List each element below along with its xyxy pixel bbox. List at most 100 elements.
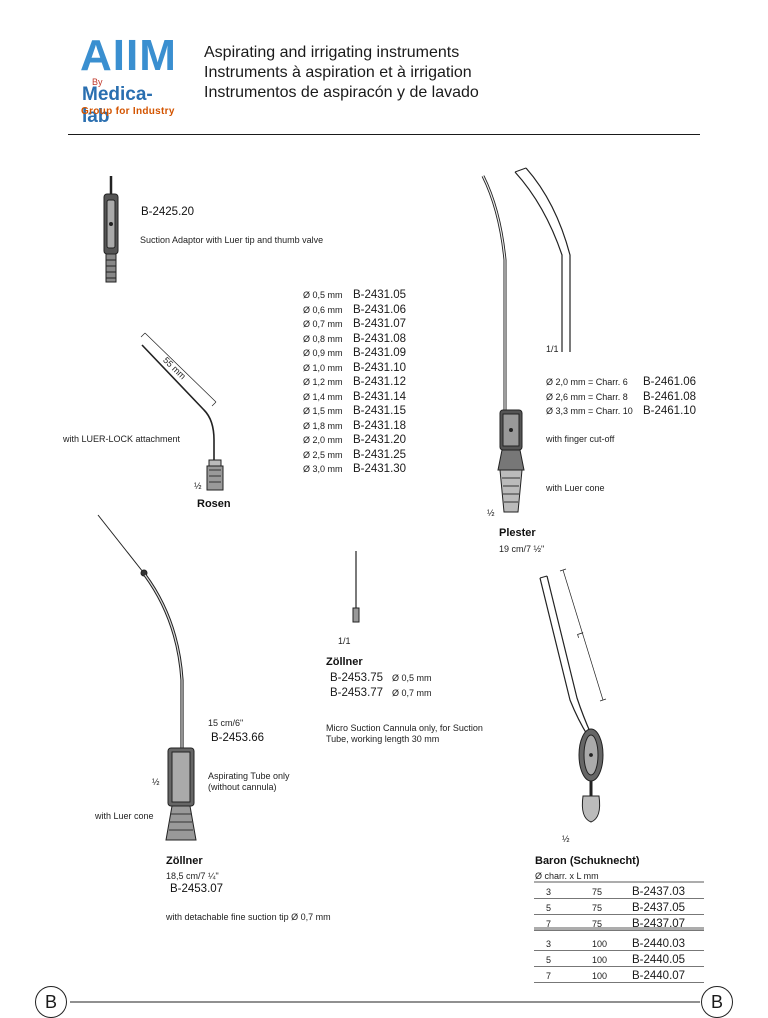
rosen-code: B-2431.06	[353, 303, 407, 316]
rosen-size: Ø 3,0 mm	[303, 464, 343, 474]
baron-len: 100	[592, 939, 608, 949]
micro-size: Ø 0,5 mm	[392, 673, 432, 683]
baron-code: B-2437.03	[632, 886, 686, 898]
rosen-size: Ø 0,6 mm	[303, 304, 343, 315]
page-letter-left: B	[35, 986, 67, 1018]
rosen-size: Ø 0,9 mm	[303, 348, 343, 358]
zoellner-luer: with Luer cone	[95, 811, 154, 821]
table-row: 3 100 B-2440.03	[534, 935, 704, 951]
suction-adaptor-drawing	[103, 176, 119, 283]
list-item: Ø 1,2 mm B-2431.12	[303, 374, 406, 389]
rosen-size: Ø 1,8 mm	[303, 420, 343, 431]
rosen-size: Ø 0,5 mm	[303, 290, 343, 300]
rosen-name: Rosen	[197, 498, 231, 510]
rosen-code: B-2431.30	[353, 463, 407, 475]
rosen-code: B-2431.05	[353, 289, 407, 301]
header-title-en: Aspirating and irrigating instruments	[204, 44, 460, 61]
plester-code: B-2461.08	[643, 390, 697, 403]
baron-len: 75	[592, 919, 603, 929]
header-title-es: Instrumentos de aspiracón y de lavado	[204, 84, 479, 101]
zoellner-tube-drawing	[97, 514, 197, 841]
plester-length: 19 cm/7 ½"	[499, 544, 545, 554]
rosen-scale: ½	[194, 481, 202, 491]
zoellner-scale: ½	[152, 777, 160, 787]
list-item: Ø 0,5 mm B-2431.05	[303, 287, 406, 302]
adaptor-desc: Suction Adaptor with Luer tip and thumb …	[140, 235, 324, 245]
baron-code: B-2437.05	[632, 902, 686, 914]
baron-code: B-2440.05	[632, 954, 686, 966]
rosen-code: B-2431.07	[353, 318, 407, 330]
rosen-code: B-2431.18	[353, 419, 407, 432]
rosen-size: Ø 2,5 mm	[303, 449, 343, 460]
rosen-size: Ø 2,0 mm	[303, 435, 343, 445]
baron-charr: 3	[546, 939, 552, 949]
zoellner-length-a: 15 cm/6"	[208, 718, 244, 728]
rosen-attachment: with LUER-LOCK attachment	[63, 434, 181, 444]
rosen-size: Ø 0,7 mm	[303, 319, 343, 329]
plester-cannula-drawing	[481, 167, 571, 513]
header-divider	[68, 134, 700, 135]
baron-charr: 7	[546, 971, 552, 981]
rosen-size: Ø 1,4 mm	[303, 391, 343, 402]
baron-charr: 5	[546, 955, 552, 965]
plester-size: Ø 2,6 mm = Charr. 8	[546, 391, 628, 402]
plester-scale-top: 1/1	[546, 344, 559, 354]
list-item: Ø 0,7 mm B-2431.07	[303, 316, 406, 331]
rosen-code: B-2431.10	[353, 361, 407, 374]
baron-len: 75	[592, 903, 603, 913]
header-title-fr: Instruments à aspiration et à irrigation	[204, 64, 472, 81]
rosen-code: B-2431.09	[353, 347, 407, 359]
rosen-code: B-2431.20	[353, 434, 407, 446]
zoellner-micro-drawing	[352, 551, 360, 623]
baron-code: B-2440.07	[632, 970, 686, 982]
list-item: Ø 0,9 mm B-2431.09	[303, 345, 406, 360]
list-item: Ø 1,8 mm B-2431.18	[303, 418, 406, 433]
list-item: Ø 2,6 mm = Charr. 8 B-2461.08	[546, 389, 696, 404]
logo-brand-text: AIIM	[80, 31, 177, 80]
zoellner-micro-desc2: Tube, working length 30 mm	[326, 734, 440, 744]
baron-len: 100	[592, 955, 608, 965]
plester-size: Ø 2,0 mm = Charr. 6	[546, 377, 628, 387]
table-row: 5 75 B-2437.05	[534, 899, 704, 915]
baron-code: B-2440.03	[632, 938, 686, 950]
zoellner-code-a: B-2453.66	[211, 732, 265, 744]
zoellner-tip: with detachable fine suction tip Ø 0,7 m…	[166, 912, 331, 922]
baron-code: B-2437.07	[632, 918, 686, 930]
baron-charr: 5	[546, 903, 552, 913]
list-item: Ø 3,0 mm B-2431.30	[303, 461, 406, 476]
zoellner-length-b: 18,5 cm/7 ¼"	[166, 871, 219, 881]
list-item: Ø 2,0 mm B-2431.20	[303, 432, 406, 447]
baron-len: 100	[592, 971, 608, 981]
baron-cannula-drawing	[539, 568, 607, 823]
page-letter-right: B	[701, 986, 733, 1018]
baron-scale: ½	[562, 834, 570, 844]
baron-name: Baron (Schuknecht)	[535, 855, 640, 867]
rosen-code: B-2431.12	[353, 376, 407, 388]
zoellner-micro-name: Zöllner	[326, 656, 363, 668]
rosen-size: Ø 1,2 mm	[303, 377, 343, 387]
rosen-code: B-2431.14	[353, 390, 407, 403]
logo-sub-text: Medica-lab	[82, 84, 153, 127]
zoellner-micro-desc1: Micro Suction Cannula only, for Suction	[326, 723, 483, 733]
adaptor-code: B-2425.20	[141, 206, 195, 218]
zoellner-micro-scale: 1/1	[338, 636, 351, 646]
brand-logo: AIIM By Medica-lab Group for Industry	[80, 34, 180, 128]
zoellner-name: Zöllner	[166, 855, 203, 867]
zoellner-tube-line1: Aspirating Tube only	[208, 771, 290, 781]
baron-col-header: Ø charr. x L mm	[535, 871, 599, 881]
rosen-code: B-2431.08	[353, 332, 407, 345]
